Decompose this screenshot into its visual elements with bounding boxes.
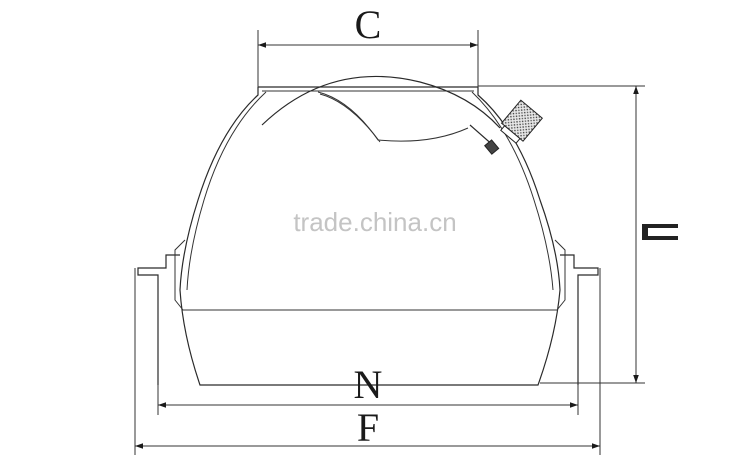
lid-arc	[261, 75, 501, 129]
height-label-mark-inner	[648, 228, 678, 236]
left-flange-inner	[174, 239, 186, 311]
lid-flap-edge	[319, 93, 381, 143]
dim-label-c: C	[355, 2, 382, 47]
dome-outline	[179, 87, 561, 386]
right-flange	[560, 254, 599, 385]
dim-label-n: N	[354, 362, 383, 407]
dome-inner-wall	[186, 91, 267, 291]
lid-flap	[317, 91, 469, 142]
right-flange-inner	[554, 239, 566, 311]
knob-assembly	[469, 99, 543, 155]
dome-inner-wall-right	[471, 91, 554, 291]
watermark-text: trade.china.cn	[293, 207, 456, 237]
left-flange	[137, 254, 180, 385]
dim-label-f: F	[357, 405, 379, 450]
